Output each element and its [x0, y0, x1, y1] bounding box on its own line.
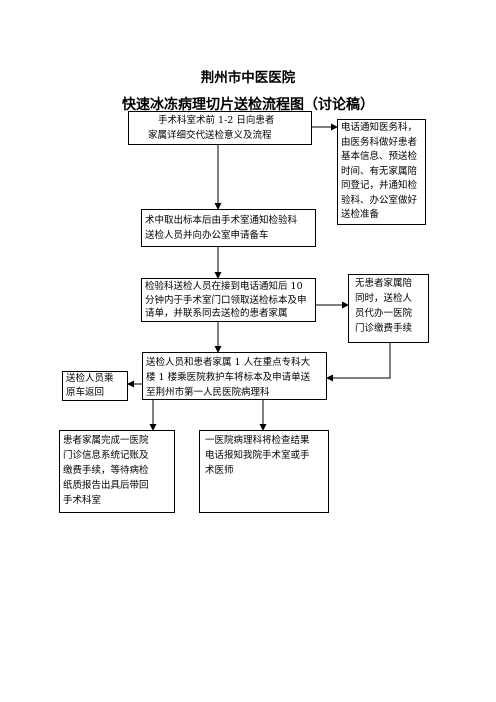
step1-box: 手术科室术前 1-2 日向患者 家属详细交代送检意义及流程: [128, 111, 312, 145]
hospital-name: 荆州市中医医院: [200, 70, 296, 86]
step2-line: 术中取出标本后由手术室通知检验科: [145, 215, 298, 226]
notify-medical-office-box: 电话通知医务科， 由医务科做好患者 基本信息、预送检 时间、有无家属陪 同登记，…: [337, 119, 426, 225]
flowchart-title: 快速冰冻病理切片送检流程图（讨论稿）: [122, 97, 374, 113]
family-payment-line: 患者家属完成一医院: [63, 435, 149, 446]
notify-line: 由医务科做好患者: [341, 136, 418, 148]
step4-line: 楼 1 楼乘医院救护车将标本及申请单送: [146, 372, 311, 383]
step4-box: 送检人员和患者家属 1 人在重点专科大 楼 1 楼乘医院救护车将标本及申请单送 …: [142, 352, 327, 400]
no-family-line: 无患者家属陪: [355, 278, 413, 289]
step3-line: 检验科送检人员在接到电话通知后 10: [145, 281, 303, 292]
report-line: 电话报知我院手术室或手: [205, 450, 310, 461]
no-family-box: 无患者家属陪 同时，送检人 员代办一医院 门诊缴费手续: [348, 274, 429, 343]
pathology-report-box: 一医院病理科将检查结果 电话报知我院手术室或手 术医师: [199, 430, 329, 513]
step3-box: 检验科送检人员在接到电话通知后 10 分钟内于手术室门口领取送检标本及申 请单，…: [141, 278, 316, 322]
report-line: 术医师: [205, 465, 234, 476]
notify-line: 送检准备: [341, 209, 380, 220]
notify-line: 电话通知医务科，: [341, 122, 418, 133]
step2-box: 术中取出标本后由手术室通知检验科 送检人员并向办公室申请备车: [141, 209, 316, 247]
notify-line: 时间、有无家属陪: [341, 165, 418, 177]
step3-line: 分钟内于手术室门口领取送检标本及申: [145, 294, 307, 306]
return-box: 送检人员乘 原车返回: [62, 371, 128, 401]
no-family-line: 同时，送检人: [355, 293, 413, 304]
return-line: 送检人员乘: [66, 373, 114, 384]
arrow-nofamily-to-step4: [326, 343, 391, 382]
no-family-line: 门诊缴费手续: [355, 323, 413, 334]
step1-line: 手术科室术前 1-2 日向患者: [158, 115, 275, 126]
family-payment-line: 纸质报告出具后带回: [63, 480, 149, 491]
notify-line: 同登记，并通知检: [341, 180, 418, 191]
report-line: 一医院病理科将检查结果: [205, 435, 310, 446]
step4-line: 送检人员和患者家属 1 人在重点专科大: [146, 357, 311, 368]
family-payment-box: 患者家属完成一医院 门诊信息系统记账及 缴费手续，等待病检 纸质报告出具后带回 …: [59, 430, 175, 513]
return-line: 原车返回: [66, 387, 105, 398]
step3-line: 请单，并联系同去送检的患者家属: [145, 308, 288, 319]
family-payment-line: 缴费手续，等待病检: [63, 465, 149, 476]
no-family-line: 员代办一医院: [355, 308, 413, 319]
notify-line: 基本信息、预送检: [341, 151, 418, 162]
step1-line: 家属详细交代送检意义及流程: [148, 130, 272, 141]
notify-line: 验科、办公室做好: [341, 194, 418, 206]
step2-line: 送检人员并向办公室申请备车: [145, 230, 269, 241]
family-payment-line: 门诊信息系统记账及: [63, 450, 149, 461]
step4-line: 至荆州市第一人民医院病理科: [146, 387, 270, 398]
family-payment-line: 手术科室: [63, 495, 102, 506]
